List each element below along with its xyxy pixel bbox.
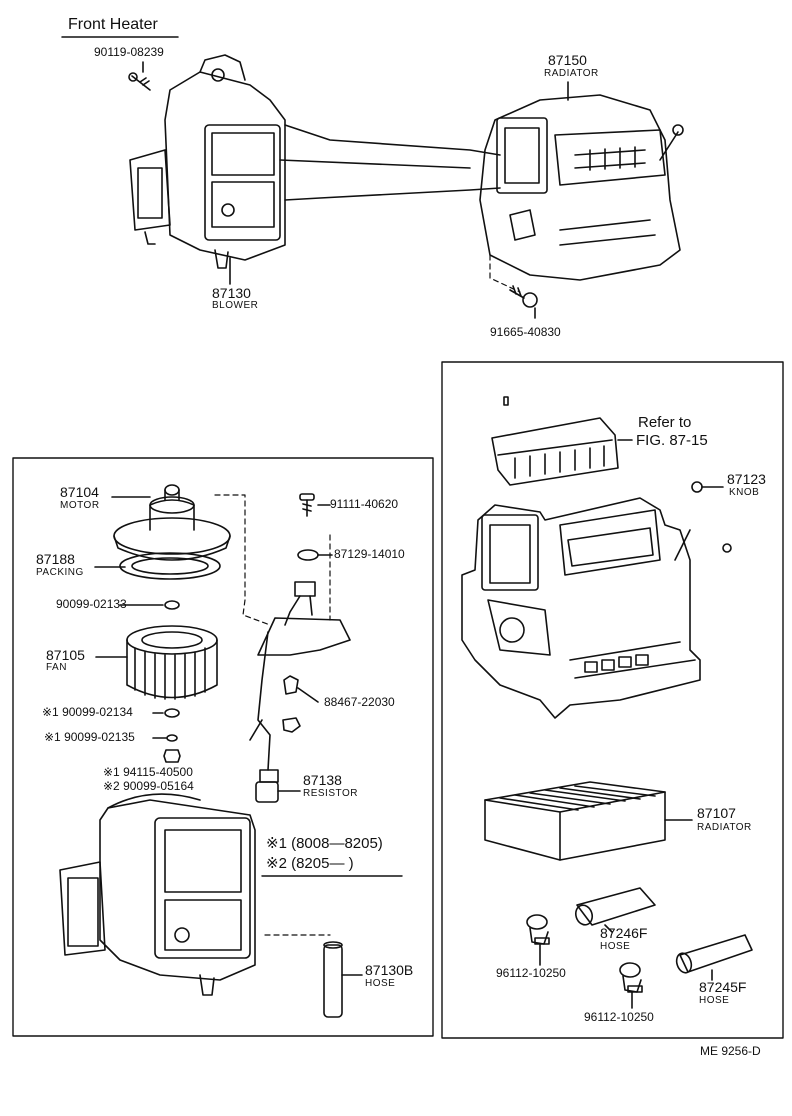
motor-icon <box>113 484 231 561</box>
fan-icon <box>126 625 218 700</box>
part-name-motor: MOTOR <box>60 500 100 511</box>
figure-code: ME 9256-D <box>700 1044 761 1058</box>
part-name-radiator: RADIATOR <box>697 822 752 833</box>
refer-text-line1: Refer to <box>638 414 692 431</box>
gasket-icon <box>297 549 319 561</box>
part-number-hose-f2: 87245F <box>699 979 747 995</box>
part-number-fan: 87105 <box>46 647 85 663</box>
bolt-icon <box>128 72 151 91</box>
guide-dashed <box>214 494 271 626</box>
part-name-radiator-top: RADIATOR <box>544 68 599 79</box>
part-label-nut2: ※2 90099-05164 <box>103 779 194 793</box>
duct <box>279 124 501 201</box>
leader-dashed <box>489 254 521 293</box>
part-name-hose-f2: HOSE <box>699 995 730 1006</box>
hose-icon <box>675 934 753 974</box>
hose-icon <box>574 887 656 926</box>
bolt-icon <box>503 396 509 406</box>
resistor-icon <box>249 581 351 803</box>
refer-text-line2: FIG. 87-15 <box>636 432 708 449</box>
clamp-icon <box>526 914 550 945</box>
heater-case-icon <box>461 497 732 719</box>
part-label-grommet: 88467-22030 <box>324 695 395 709</box>
leader-line <box>297 687 319 703</box>
part-name-hose-f: HOSE <box>600 941 631 952</box>
screw-icon <box>299 493 315 517</box>
blower-unit-top <box>129 54 286 269</box>
hose-icon <box>323 941 343 1018</box>
part-label-nut1: ※1 94115-40500 <box>103 765 193 779</box>
radiator-core-icon <box>484 781 693 861</box>
part-label-washer2: ※1 90099-02134 <box>42 705 133 719</box>
part-number-radiator: 87107 <box>697 805 736 821</box>
note-line-2: ※2 (8205— ) <box>266 855 354 872</box>
nut-icon <box>163 749 181 763</box>
part-number-hose-b: 87130B <box>365 962 414 978</box>
heater-detail-frame <box>441 361 784 1039</box>
part-label-washer1: 90099-02133 <box>56 597 127 611</box>
page-title: Front Heater <box>68 16 158 33</box>
leader-line <box>604 924 613 933</box>
part-label-screw-resistor: 91111-40620 <box>330 497 399 511</box>
part-label-bolt-top: 90119-08239 <box>94 45 164 59</box>
part-name-packing: PACKING <box>36 567 84 578</box>
screw-icon <box>509 285 538 308</box>
part-number-knob: 87123 <box>727 471 766 487</box>
part-name-hose-b: HOSE <box>365 978 396 989</box>
part-label-washer3: ※1 90099-02135 <box>44 730 135 744</box>
part-number-blower: 87130 <box>212 285 251 301</box>
louver-grille-icon <box>491 417 619 486</box>
blower-case-icon <box>59 793 256 996</box>
part-label-screw-radiator: 91665-40830 <box>490 325 561 339</box>
part-number-resistor: 87138 <box>303 772 342 788</box>
part-number-motor: 87104 <box>60 484 99 500</box>
part-name-blower: BLOWER <box>212 300 259 311</box>
washer-icon <box>164 708 180 718</box>
part-number-radiator-top: 87150 <box>548 52 587 68</box>
washer-icon <box>166 734 178 742</box>
blower-detail-frame <box>12 457 434 1037</box>
part-name-knob: KNOB <box>729 487 760 498</box>
part-name-fan: FAN <box>46 662 67 673</box>
note-line-1: ※1 (8008—8205) <box>266 835 383 852</box>
part-number-hose-f: 87246F <box>600 925 648 941</box>
part-label-clamp1: 96112-10250 <box>496 966 566 980</box>
heater-unit-top <box>479 94 684 281</box>
packing-icon <box>119 552 221 580</box>
part-label-clamp2: 96112-10250 <box>584 1010 654 1024</box>
part-label-gasket: 87129-14010 <box>334 547 405 561</box>
part-number-packing: 87188 <box>36 551 75 567</box>
part-name-resistor: RESISTOR <box>303 788 358 799</box>
washer-icon <box>164 600 180 610</box>
knob-icon <box>691 481 703 493</box>
clamp-icon <box>619 962 643 993</box>
